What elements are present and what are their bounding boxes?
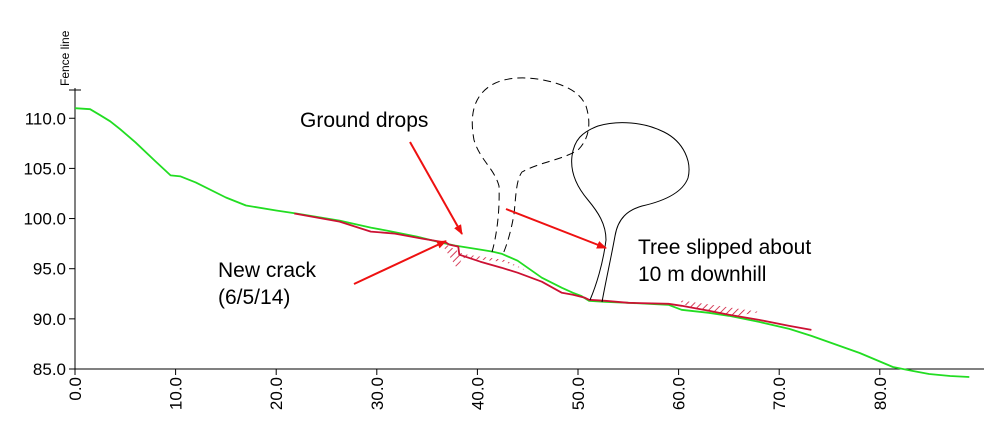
annotation-tree-slipped: Tree slipped about bbox=[638, 236, 811, 259]
x-axis-ticks: 0.0 10.0 20.0 30.0 40.0 50.0 60.0 70.0 80.0 bbox=[66, 369, 890, 410]
annotation-tree-distance: 10 m downhill bbox=[638, 263, 766, 286]
y-tick-label: 105.0 bbox=[23, 159, 66, 178]
y-axis-ticks: 85.0 90.0 95.0 100.0 105.0 110.0 bbox=[23, 109, 75, 379]
annotation-new-crack: New crack bbox=[218, 259, 317, 282]
y-tick-label: 95.0 bbox=[33, 260, 66, 279]
arrow-ground-drops bbox=[409, 141, 463, 235]
x-tick-label: 10.0 bbox=[167, 377, 186, 410]
y-tick-label: 100.0 bbox=[23, 210, 66, 229]
annotation-new-crack-date: (6/5/14) bbox=[218, 286, 290, 309]
x-tick-label: 20.0 bbox=[267, 377, 286, 410]
hatched-zone-drop bbox=[463, 254, 530, 272]
fence-line-label: Fence line bbox=[58, 30, 72, 86]
arrow-new-crack bbox=[353, 240, 447, 285]
x-tick-label: 40.0 bbox=[468, 377, 487, 410]
x-tick-label: 30.0 bbox=[368, 377, 387, 410]
y-tick-label: 90.0 bbox=[33, 310, 66, 329]
original-tree-outline bbox=[471, 77, 590, 257]
x-tick-label: 50.0 bbox=[569, 377, 588, 410]
hatched-zone-lower bbox=[678, 300, 760, 316]
previous-ground-profile-line bbox=[294, 212, 812, 331]
x-tick-label: 60.0 bbox=[670, 377, 689, 410]
current-ground-profile-line bbox=[74, 107, 970, 378]
y-tick-label: 85.0 bbox=[33, 360, 66, 379]
annotation-ground-drops: Ground drops bbox=[300, 109, 428, 132]
profile-series bbox=[74, 107, 970, 378]
slipped-tree-outline bbox=[571, 122, 690, 303]
x-tick-label: 0.0 bbox=[66, 377, 85, 401]
x-tick-label: 70.0 bbox=[770, 377, 789, 410]
x-tick-label: 80.0 bbox=[871, 377, 890, 410]
arrow-tree-slipped bbox=[505, 208, 607, 249]
y-tick-label: 110.0 bbox=[25, 109, 66, 128]
